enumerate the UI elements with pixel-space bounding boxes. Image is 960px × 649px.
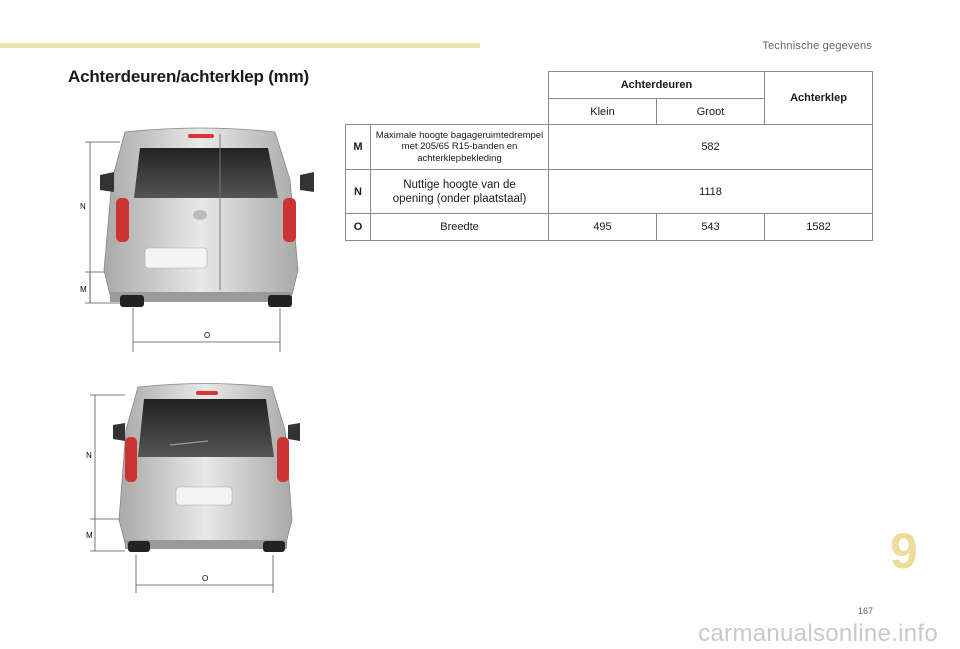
- rear-window: [134, 148, 278, 198]
- rear-window: [138, 399, 274, 457]
- page-title: Achterdeuren/achterklep (mm): [68, 67, 309, 86]
- table-row: O Breedte 495 543 1582: [345, 213, 873, 241]
- dimension-n-label: N: [86, 451, 92, 460]
- section-header: Technische gegevens: [762, 40, 872, 52]
- page-number: 167: [857, 606, 873, 616]
- dimensions-table: Achterdeuren Achterklep Klein Groot M Ma…: [345, 71, 873, 241]
- tailgate-vehicle-diagram: N M O: [86, 383, 300, 593]
- dimension-o-label: O: [202, 574, 208, 583]
- rear-doors-vehicle-diagram: N M O: [80, 127, 314, 352]
- small-header: Klein: [548, 98, 657, 125]
- chapter-number: 9: [890, 523, 918, 579]
- row-letter: O: [345, 213, 371, 241]
- table-row: M Maximale hoogte bagageruimtedrempel me…: [345, 124, 873, 170]
- large-value: 543: [656, 213, 765, 241]
- small-value: 495: [548, 213, 657, 241]
- dimension-m-label: M: [86, 531, 93, 540]
- large-header: Groot: [656, 98, 765, 125]
- row-value: 1118: [548, 169, 873, 214]
- row-label: Maximale hoogte bagageruimtedrempel met …: [370, 124, 549, 170]
- row-label: Breedte: [370, 213, 549, 241]
- row-label: Nuttige hoogte van de opening (onder pla…: [370, 169, 549, 214]
- watermark: carmanualsonline.info: [698, 620, 938, 647]
- header-accent-bar: [0, 43, 480, 48]
- tailgate-value: 1582: [764, 213, 873, 241]
- rear-doors-header: Achterdeuren: [548, 71, 765, 99]
- dimension-m-label: M: [80, 285, 87, 294]
- dimension-o-label: O: [204, 331, 210, 340]
- dimension-n-label: N: [80, 202, 86, 211]
- row-letter: M: [345, 124, 371, 170]
- tailgate-header: Achterklep: [764, 71, 873, 125]
- row-value: 582: [548, 124, 873, 170]
- table-row: N Nuttige hoogte van de opening (onder p…: [345, 169, 873, 214]
- row-letter: N: [345, 169, 371, 214]
